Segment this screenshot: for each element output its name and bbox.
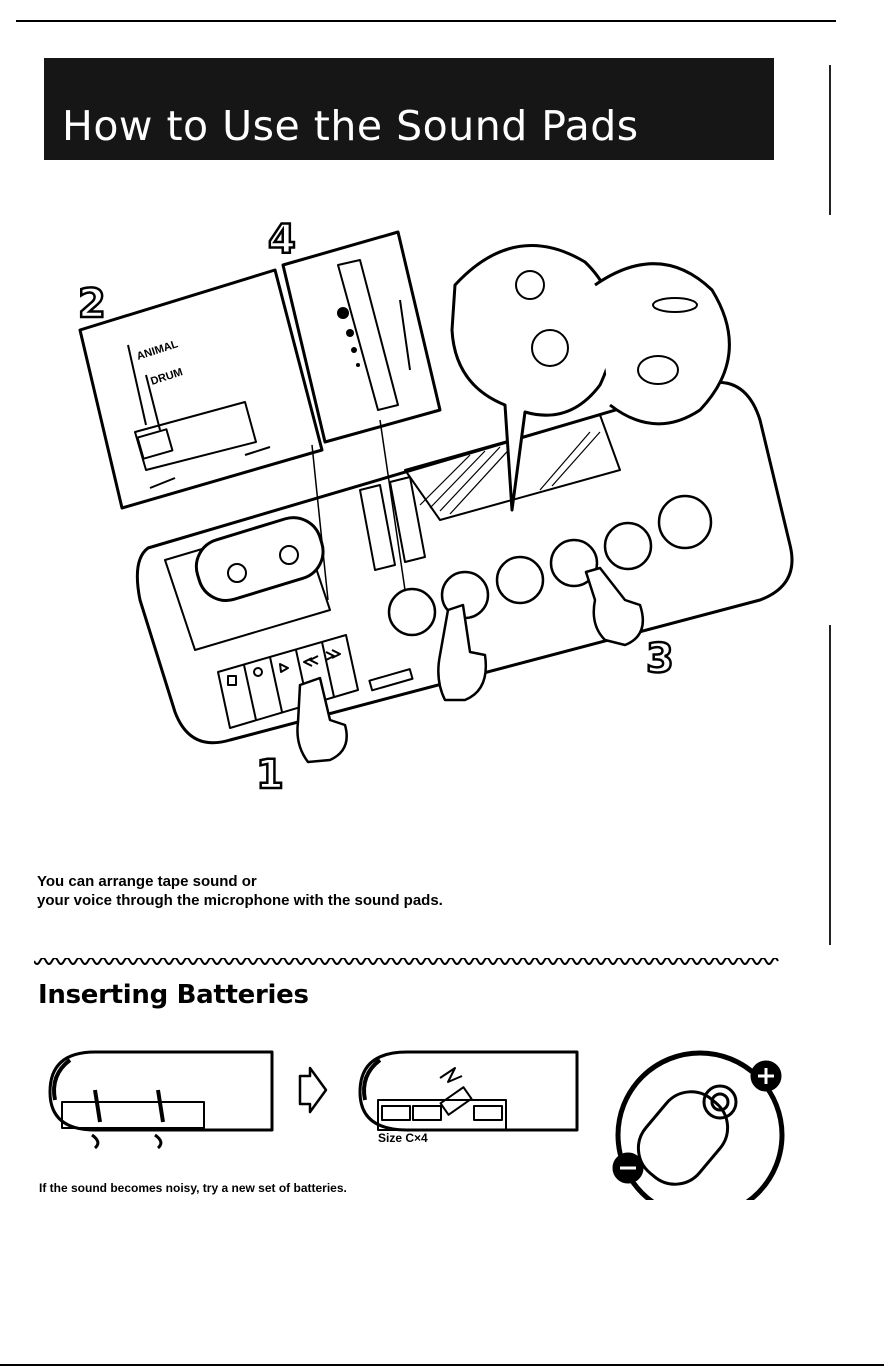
caption: You can arrange tape sound or your voice… [37, 872, 443, 910]
arrow-icon [300, 1068, 326, 1112]
sound-pads-illustration: 2 4 3 1 ANIMAL DRUM [0, 0, 884, 840]
step-number: 4 [268, 217, 296, 263]
battery-compartment [360, 1052, 577, 1130]
step-number: 1 [256, 752, 284, 798]
wavy-divider [34, 958, 779, 968]
dog-icon [497, 557, 543, 603]
battery-illustration [0, 1030, 884, 1200]
step-number: 2 [78, 281, 106, 327]
caption-line: You can arrange tape sound or [37, 872, 443, 891]
drum-bubble [595, 264, 729, 424]
step-number: 3 [646, 636, 674, 682]
mode-panel [80, 270, 322, 508]
bottom-rule [0, 1364, 884, 1366]
batteries-title: Inserting Batteries [38, 980, 309, 1010]
battery-note: If the sound becomes noisy, try a new se… [39, 1181, 347, 1195]
bird-icon [389, 589, 435, 635]
battery-size-label: Size C×4 [378, 1131, 428, 1145]
caption-line: your voice through the microphone with t… [37, 891, 443, 910]
lion-icon [659, 496, 711, 548]
goat-icon [605, 523, 651, 569]
